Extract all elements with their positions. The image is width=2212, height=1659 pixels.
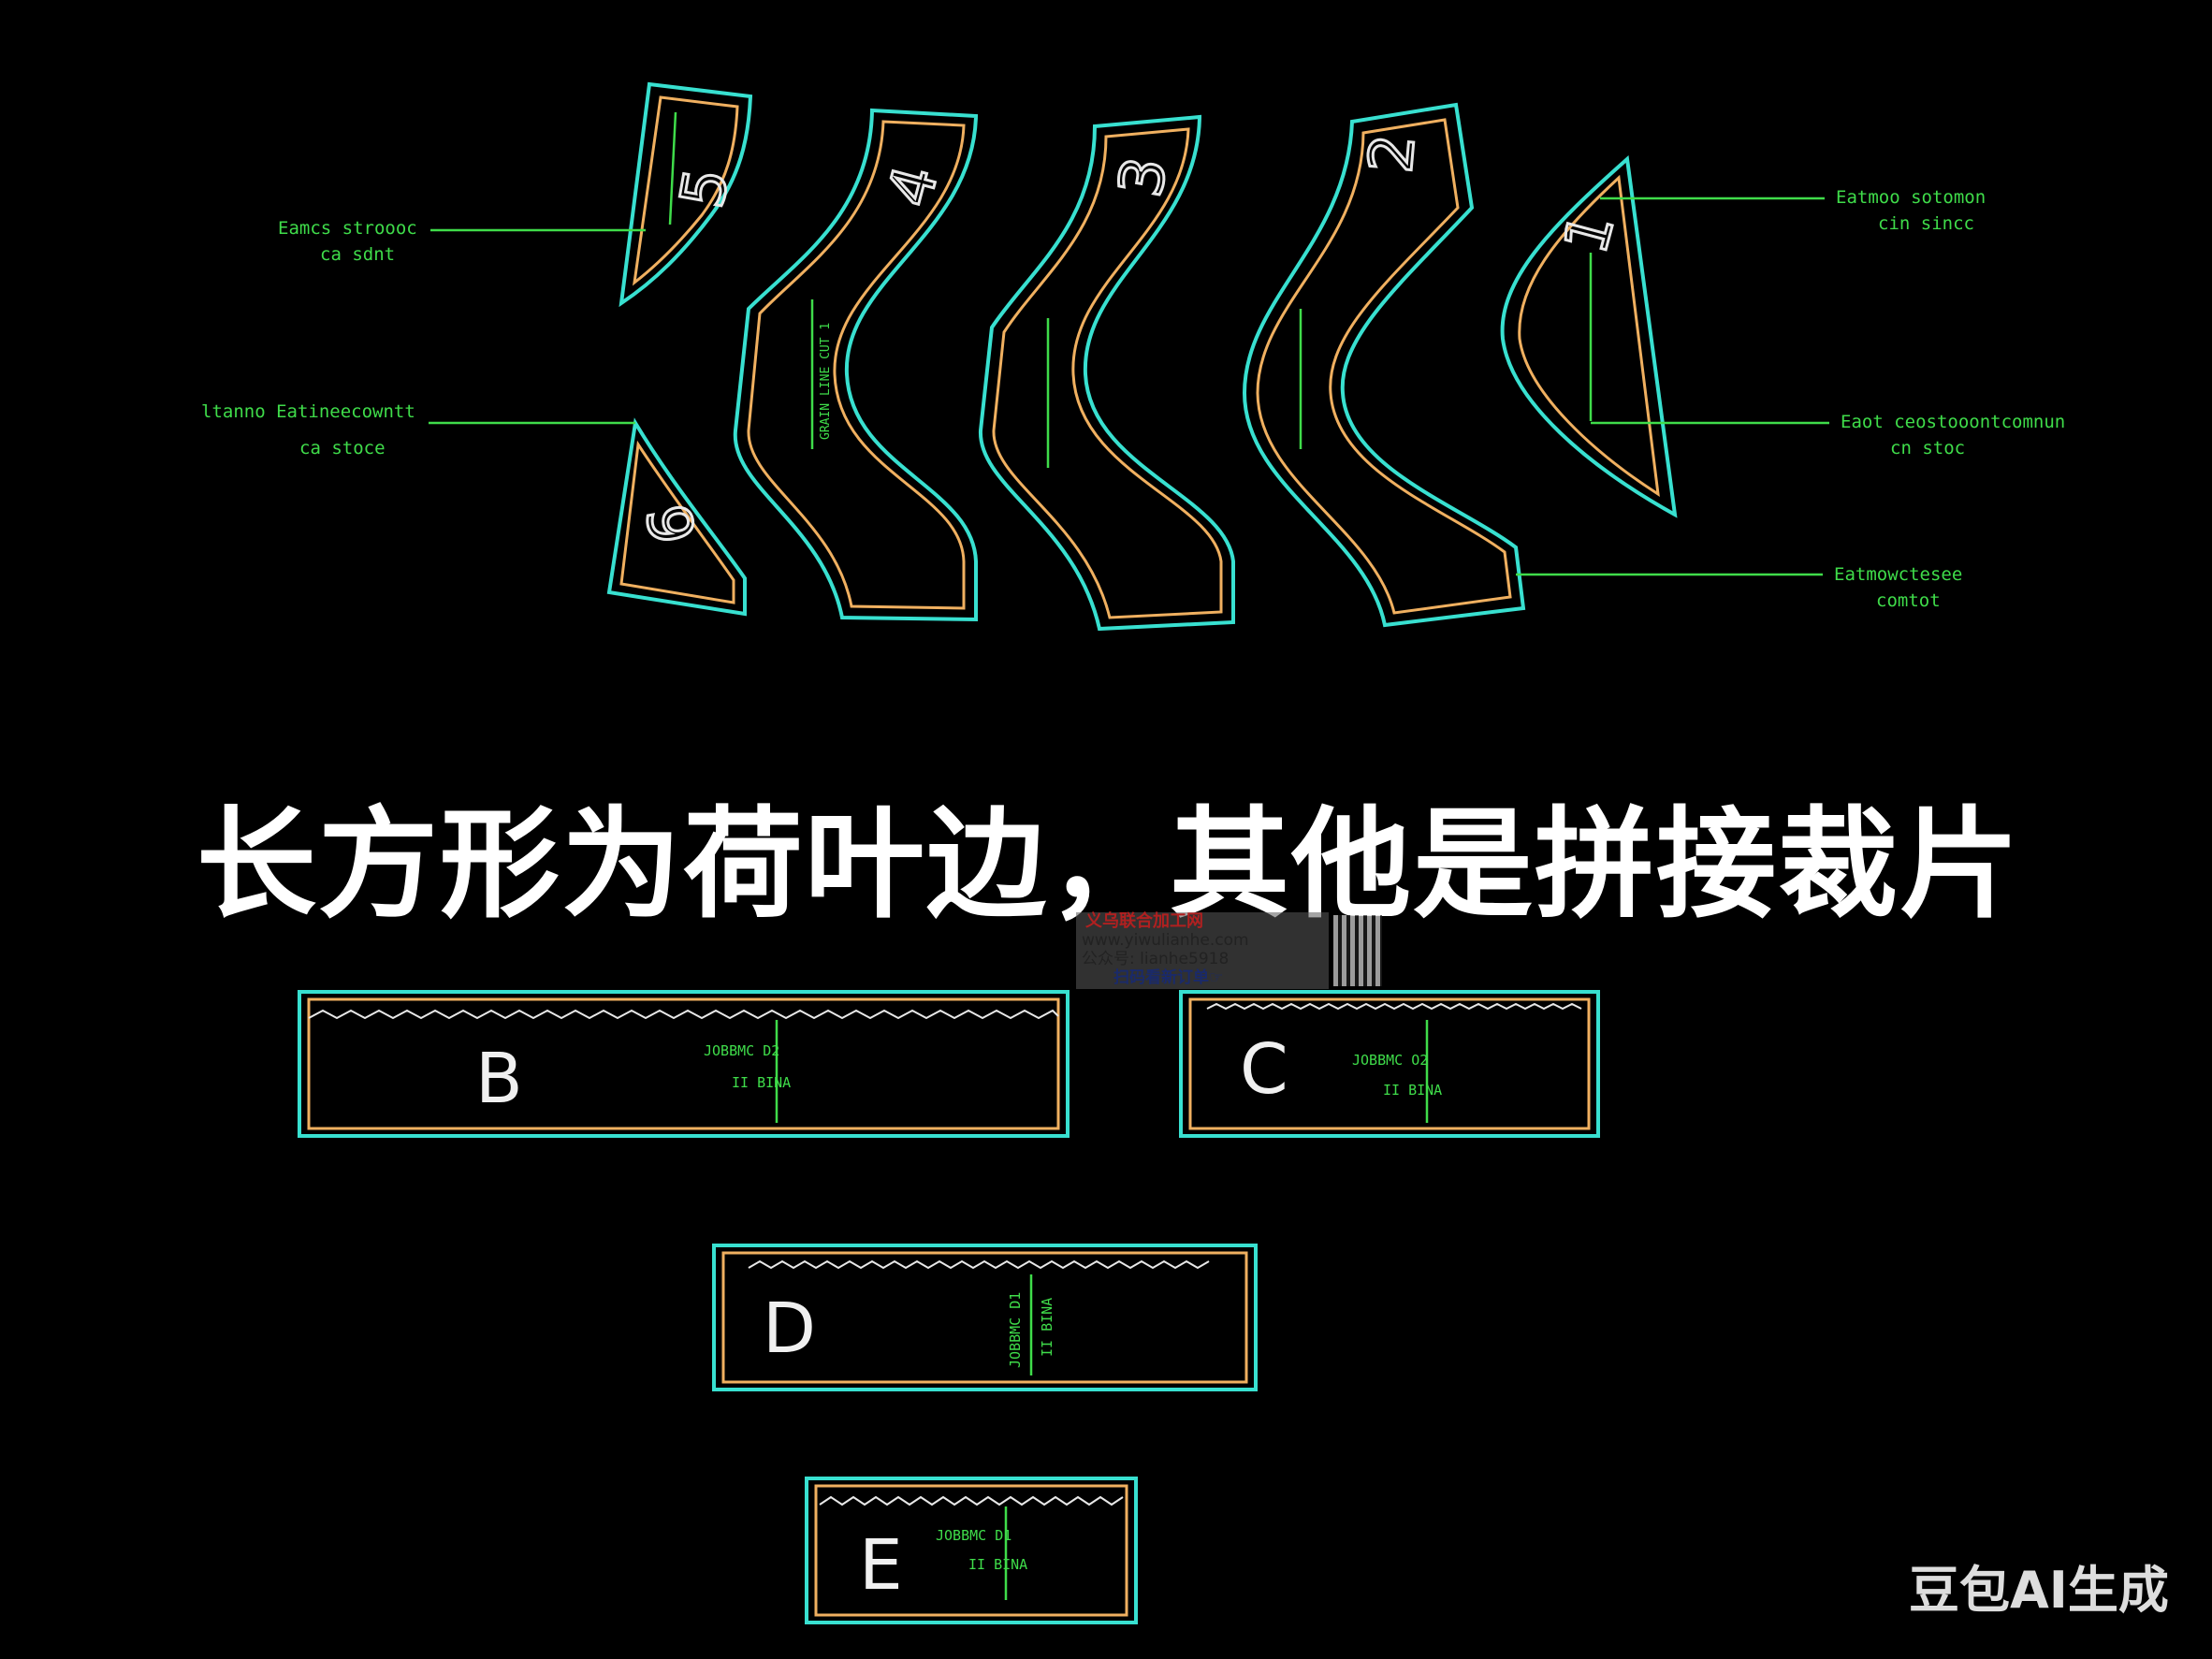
callout-3: Eatmoo sotomon cin sincc — [1600, 187, 1986, 234]
label-text: Eamcs stroooc — [278, 218, 417, 239]
piece-number: 5 — [668, 164, 743, 213]
watermark-url: www.yiwulianhe.com — [1082, 931, 1249, 950]
label-text: cn stoc — [1890, 438, 1965, 458]
piece-number: 4 — [876, 159, 953, 213]
label-text: B — [475, 1039, 523, 1119]
rect-piece-c: C JOBBMC O2 II BINA — [1179, 990, 1600, 1138]
pattern-piece-4: GRAIN LINE CUT 1 4 — [733, 108, 979, 622]
label-text: Eatmowctesee — [1834, 564, 1962, 585]
label-text: JOBBMC D1 — [936, 1527, 1011, 1544]
label-text: E — [859, 1525, 903, 1606]
label-text: II BINA — [1039, 1298, 1055, 1357]
callout-4: Eaot ceostooontcomnun cn stoc — [1591, 412, 2065, 458]
label-text: II BINA — [732, 1074, 791, 1091]
ai-generated-badge: 豆包AI生成 — [1909, 1561, 2169, 1620]
grain-line-label: GRAIN LINE CUT 1 — [819, 323, 833, 440]
label-text: JOBBMC O2 — [1352, 1052, 1428, 1069]
label-text: comtot — [1876, 590, 1941, 611]
rect-piece-e: E JOBBMC D1 II BINA — [805, 1477, 1138, 1624]
label-text: II BINA — [1383, 1082, 1442, 1099]
piece-number: 2 — [1357, 132, 1429, 176]
watermark: 义乌联合加工网 www.yiwulianhe.com 公众号: lianhe59… — [1076, 912, 1329, 989]
pattern-piece-1: 1 — [1500, 155, 1678, 518]
watermark-cta: 扫码看新订单☞ — [1113, 968, 1224, 987]
qr-code-icon — [1333, 915, 1382, 986]
label-text: cin sincc — [1878, 213, 1974, 234]
label-text: C — [1240, 1029, 1288, 1110]
label-text: ltanno Eatineecowntt — [201, 401, 415, 422]
label-text: Eatmoo sotomon — [1836, 187, 1986, 208]
callout-5: Eatmowctesee comtot — [1516, 564, 1962, 611]
label-text: Eaot ceostooontcomnun — [1841, 412, 2065, 432]
watermark-account: 公众号: lianhe5918 — [1082, 950, 1230, 968]
pattern-piece-3: 3 — [978, 114, 1235, 632]
label-text: ca stoce — [299, 438, 386, 458]
callout-2: ltanno Eatineecowntt ca stoce — [201, 401, 635, 458]
pattern-piece-2: 2 — [1242, 102, 1526, 628]
rect-piece-d: D JOBBMC D1 II BINA — [712, 1244, 1258, 1391]
label-text: D — [763, 1288, 816, 1369]
label-text: JOBBMC D2 — [704, 1042, 779, 1059]
callout-1: Eamcs stroooc ca sdnt — [278, 218, 646, 265]
label-text: II BINA — [968, 1556, 1027, 1573]
label-text: JOBBMC D1 — [1007, 1292, 1024, 1368]
label-text: ca sdnt — [320, 244, 395, 265]
rect-piece-b: B JOBBMC D2 II BINA — [298, 990, 1070, 1138]
piece-number: 3 — [1106, 153, 1181, 202]
watermark-name: 义乌联合加工网 — [1085, 911, 1203, 931]
pattern-piece-6: 6 — [606, 417, 747, 617]
page-title: 长方形为荷叶边，其他是拼接裁片 — [196, 795, 2022, 935]
pattern-piece-5: 5 — [618, 81, 753, 308]
piece-number: 6 — [635, 499, 710, 548]
piece-number: 1 — [1551, 206, 1628, 260]
